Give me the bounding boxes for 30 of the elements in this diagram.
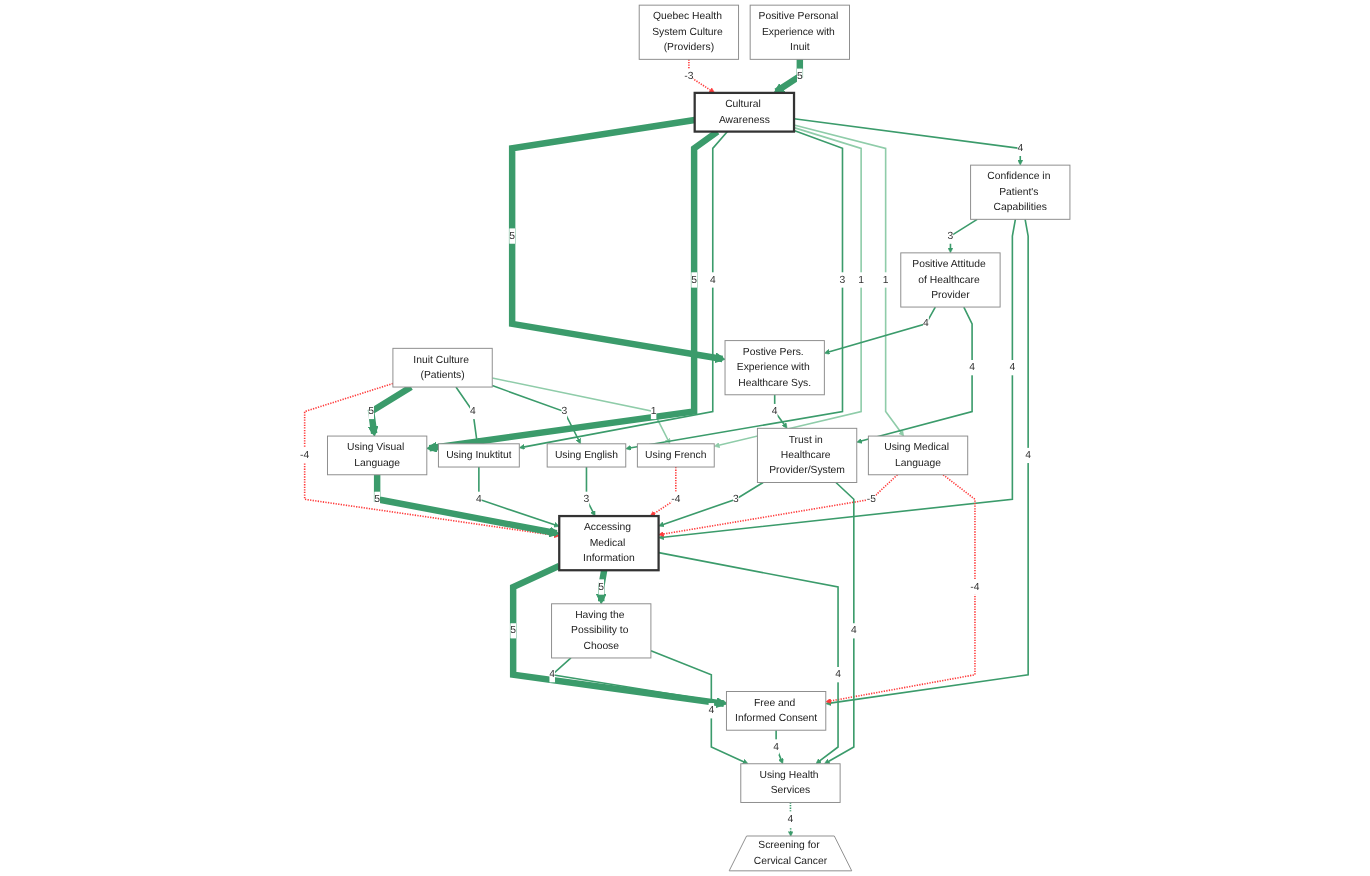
arrow [825,473,976,704]
arrow [856,306,973,444]
arrow [787,801,794,837]
arrow [824,481,855,764]
arrow [649,466,677,517]
arrow [303,382,560,539]
arrow [658,218,1017,540]
arrow [491,384,581,445]
arrow [947,218,978,254]
arrow [773,59,804,95]
arrow [658,481,764,527]
arrow [426,128,720,453]
arrow [367,384,413,437]
arrow [550,657,727,705]
arrow [595,569,608,605]
arrow [688,58,715,94]
arrow [519,130,729,450]
arrow [824,306,937,355]
arrow [491,377,671,445]
arrow [793,124,904,437]
arrow [793,117,1024,166]
arrow [373,474,560,538]
arrow [658,473,899,537]
arrow [508,116,726,364]
arrow [825,218,1029,706]
arrow [650,649,749,765]
arrow [509,562,727,708]
arrow [714,126,862,448]
arrow [625,129,844,451]
arrow [478,466,560,528]
